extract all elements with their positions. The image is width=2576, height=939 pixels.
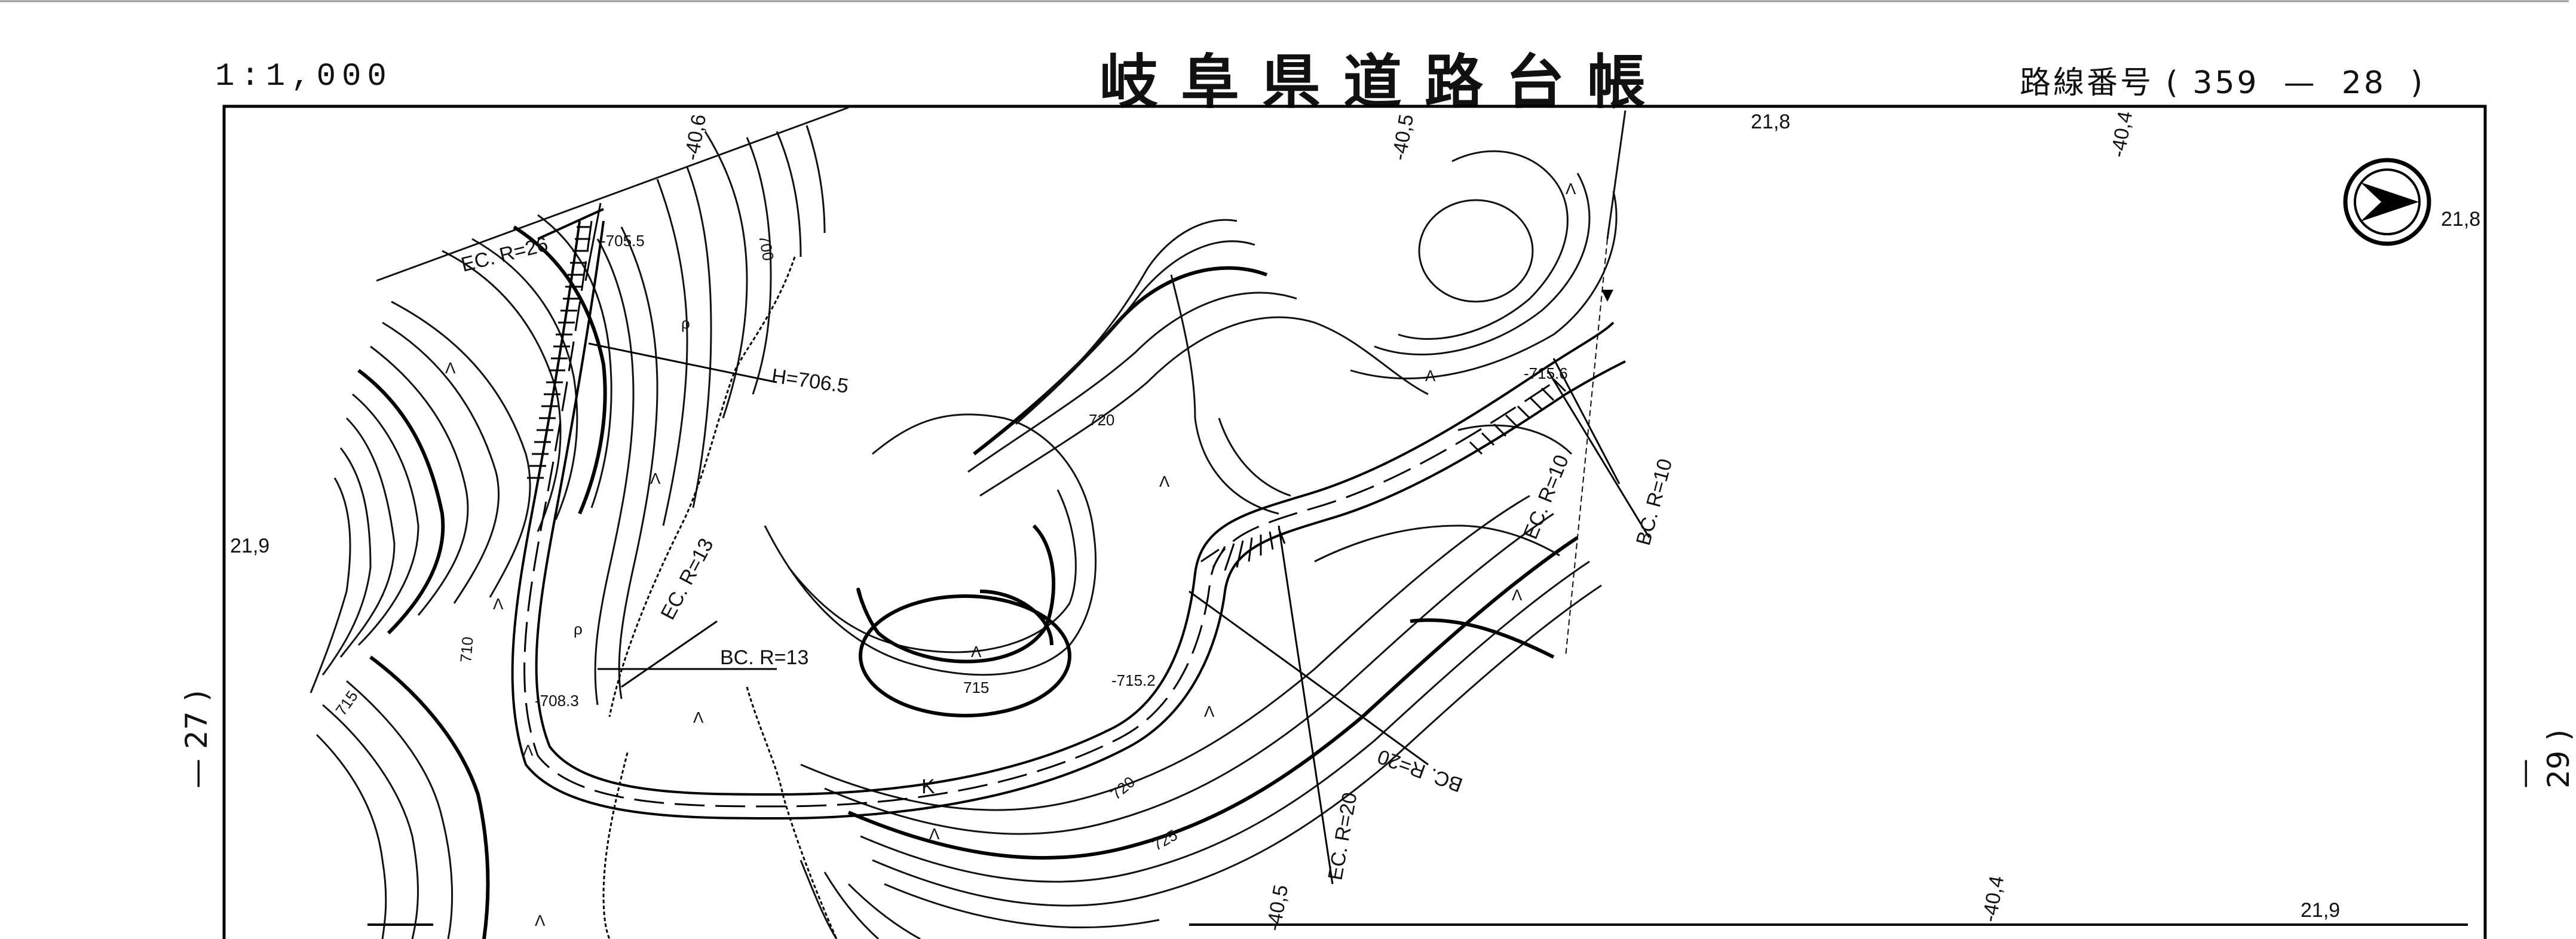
symbol-forest: Λ: [493, 595, 504, 613]
symbol-forest: Λ: [1159, 472, 1170, 490]
contours-left: [310, 125, 826, 939]
contour-720-bottom: 720: [1107, 773, 1139, 803]
section-line-top: [376, 106, 849, 282]
hilltop-right: [1418, 199, 1534, 303]
depression-center: [859, 594, 1071, 717]
contour-700: 700: [755, 234, 777, 262]
streams: [602, 256, 838, 939]
symbol-forest: Λ: [535, 912, 546, 929]
curve-label-bc-r20: BC. R=20: [1374, 745, 1465, 796]
contour-720-top: 720: [1089, 411, 1114, 429]
symbol-paddy: ρ: [574, 620, 583, 638]
grid-label-top-1: -40,6: [680, 112, 710, 162]
leader-lines: [588, 342, 1650, 885]
section-line-right-b: [1565, 238, 1608, 658]
grid-label-right-top: 21,8: [2441, 208, 2480, 231]
route-number: 路線番号 ( 359 — 28 ): [2020, 57, 2425, 102]
map-frame: [222, 105, 2487, 939]
symbol-forest: Λ: [1566, 180, 1576, 198]
grid-label-bottom-2: -40,4: [1978, 874, 2008, 923]
grid-label-top-3: 21,8: [1751, 111, 1790, 133]
symbol-forest: Λ: [523, 741, 534, 759]
route-sheet: 28: [2341, 65, 2386, 101]
symbol-forest: Λ: [650, 470, 661, 487]
grid-label-top-2: -40,5: [1387, 112, 1418, 162]
contour-715-center: 715: [963, 679, 989, 696]
road-mark-k: K: [921, 775, 935, 798]
route-close: ): [2410, 65, 2425, 101]
curve-label-ec-r20: EC. R=20: [1324, 791, 1361, 882]
elevation-7055: -705.5: [601, 232, 645, 250]
contours-center: [764, 150, 1618, 717]
section-line-right-a: [1606, 110, 1627, 240]
north-arrow-icon: [2343, 158, 2431, 246]
curve-label-ec-r13: EC. R=13: [657, 535, 718, 624]
symbol-forest: Λ: [1425, 367, 1436, 385]
route-dash: —: [2283, 65, 2317, 101]
curve-label-bc-r13: BC. R=13: [720, 646, 808, 669]
curve-label-bc-r10: BC. R=10: [1632, 456, 1677, 548]
symbol-forest: Λ: [1512, 586, 1523, 604]
route-open: (: [2165, 65, 2180, 101]
cliff-hatch-upper: [527, 226, 592, 479]
elevation-7152: -715.2: [1111, 671, 1156, 689]
section-marker: [1601, 290, 1613, 302]
symbol-forest: Λ: [1204, 702, 1215, 720]
route-prefix: 路線番号: [2020, 65, 2154, 101]
road: [511, 202, 1626, 820]
symbol-forest: Λ: [693, 708, 704, 726]
symbol-forest: Λ: [971, 643, 982, 661]
elevation-7083: -708.3: [535, 692, 579, 710]
contour-710: 710: [457, 636, 477, 664]
symbol-forest: Λ: [929, 825, 940, 843]
cliff-hatch-middle: [1200, 528, 1286, 571]
symbol-forest: Λ: [445, 359, 456, 377]
map-scale: 1:1,000: [215, 59, 393, 95]
route-no: 359: [2192, 65, 2259, 101]
symbol-paddy: ρ: [681, 314, 690, 332]
cliff-hatch-right: [1469, 378, 1567, 455]
grid-label-left-mid: 21,9: [230, 535, 269, 557]
curve-label-h7065: H=706.5: [770, 364, 850, 398]
grid-label-top-4: -40,4: [2106, 109, 2137, 159]
contour-715-left: 715: [332, 688, 361, 719]
elevation-7156: -715.6: [1524, 364, 1568, 382]
contours-right: [800, 219, 1602, 939]
grid-label-bottom-3: 21,9: [2301, 899, 2340, 922]
